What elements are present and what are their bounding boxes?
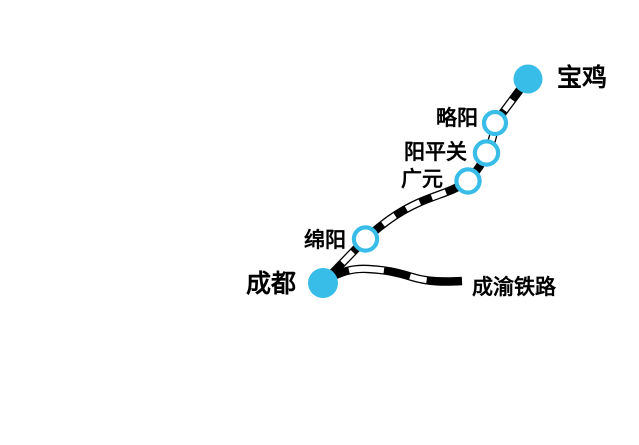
branch-railway-line-base: [323, 264, 463, 286]
station-label-chengdu: 成都: [246, 269, 297, 298]
station-marker-yangpingguan: [472, 139, 501, 167]
main-railway-line-lower-dashes: [320, 178, 470, 286]
station-label-yangpingguan: 阳平关: [404, 140, 467, 164]
station-marker-baoji: [513, 64, 543, 94]
station-marker-mianyang: [351, 225, 380, 253]
branch-line-label: 成渝铁路: [472, 275, 556, 299]
station-marker-chengdu: [308, 268, 338, 298]
station-label-lueyang: 略阳: [436, 106, 478, 130]
station-label-mianyang: 绵阳: [304, 228, 346, 252]
station-label-baoji: 宝鸡: [557, 63, 608, 92]
station-marker-guangyuan: [454, 167, 482, 195]
station-marker-lueyang: [481, 109, 509, 137]
station-label-guangyuan: 广元: [401, 167, 443, 191]
